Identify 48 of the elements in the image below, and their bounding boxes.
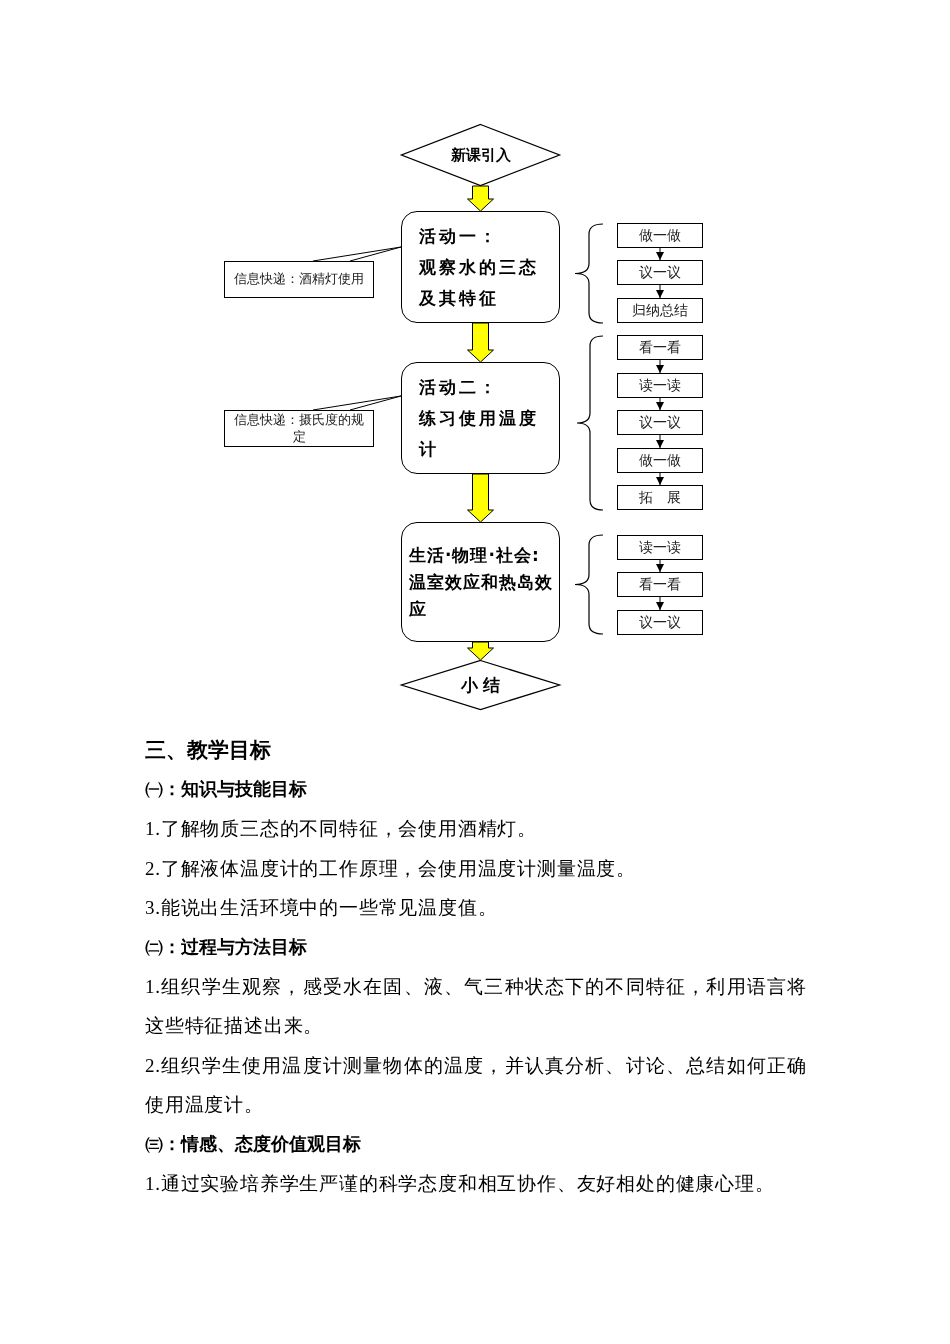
block-arrow — [467, 322, 494, 363]
arrow — [656, 284, 664, 299]
subsection-heading: ㈡：过程与方法目标 — [145, 935, 308, 959]
flow-diamond — [401, 660, 560, 710]
arrow — [656, 559, 664, 573]
subsection-heading: ㈠：知识与技能目标 — [145, 778, 308, 801]
activity-step: 看一看 — [617, 335, 703, 360]
activity-step: 读一读 — [617, 535, 703, 560]
activity-step: 议一议 — [617, 410, 703, 435]
arrow — [656, 596, 664, 611]
block-arrow — [467, 473, 494, 523]
activity-description: 观察水的三态及其特征 — [419, 255, 540, 310]
activity-box — [401, 362, 560, 474]
activity-description: 练习使用温度计 — [419, 406, 540, 461]
activity-box — [401, 522, 560, 642]
activity-step: 看一看 — [617, 572, 703, 597]
activity-title: 活动一： — [419, 224, 500, 248]
flow-diamond — [401, 124, 560, 186]
block-arrow — [467, 185, 494, 212]
block-arrow — [467, 641, 494, 661]
info-callout: 信息快递：摄氏度的规定 — [224, 410, 374, 447]
activity-title: 活动二： — [419, 375, 500, 399]
info-callout: 信息快递：酒精灯使用 — [224, 261, 374, 298]
activity-step: 做一做 — [617, 223, 703, 248]
activity-box — [401, 211, 560, 323]
objective-text: 3.能说出生活环境中的一些常见温度值。 — [145, 896, 499, 920]
activity-step: 议一议 — [617, 260, 703, 285]
diamond-label: 小 结 — [460, 673, 501, 697]
objective-text: 1.组织学生观察，感受水在固、液、气三种状态下的不同特征，利用语言将这些特征描述出来。 — [145, 974, 807, 1038]
arrow — [656, 397, 664, 411]
activity-title: 生活·物理·社会: — [409, 543, 541, 567]
diamond-label: 新课引入 — [450, 145, 511, 165]
objective-text: 1.了解物质三态的不同特征，会使用酒精灯。 — [145, 817, 539, 841]
activity-step: 归纳总结 — [617, 298, 703, 323]
activity-description: 温室效应和热岛效应 — [409, 570, 553, 621]
activity-step: 做一做 — [617, 448, 703, 473]
objective-text: 1.通过实验培养学生严谨的科学态度和相互协作、友好相处的健康心理。 — [145, 1171, 776, 1196]
arrow — [656, 434, 664, 449]
arrow — [656, 359, 664, 374]
objective-text: 2.了解液体温度计的工作原理，会使用温度计测量温度。 — [145, 856, 638, 881]
arrow — [656, 247, 664, 261]
activity-step: 拓 展 — [617, 485, 703, 510]
objective-text: 2.组织学生使用温度计测量物体的温度，并认真分析、讨论、总结如何正确使用温度计。 — [145, 1053, 807, 1117]
section-heading: 三、教学目标 — [145, 737, 272, 764]
subsection-heading: ㈢：情感、态度价值观目标 — [145, 1132, 362, 1156]
arrow — [656, 472, 664, 486]
activity-step: 议一议 — [617, 610, 703, 635]
activity-step: 读一读 — [617, 373, 703, 398]
